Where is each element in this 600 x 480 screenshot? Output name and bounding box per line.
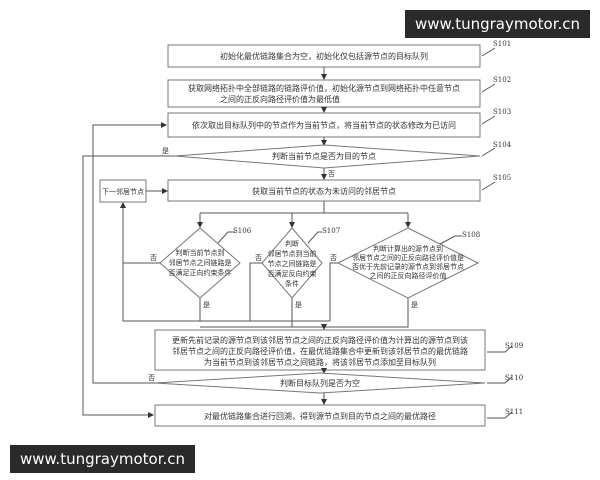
s108-no-path (329, 262, 338, 321)
s111-leader (487, 411, 513, 419)
step-s107-line: 邻居节点到当前 (268, 249, 317, 258)
step-s111-label: S111 (505, 408, 523, 416)
step-s108-line: 邻居节点之间的正反向路径评价值是 (352, 253, 464, 262)
s106-yes-label: 是 (203, 301, 210, 309)
step-s111-text: 对最优链路集合进行回溯，得到源节点到目的节点之间的最优路径 (204, 411, 436, 421)
step-s102-label: S102 (493, 76, 511, 84)
step-s102-line: 获取网络拓扑中全部链路的链路评价值，初始化源节点到网络拓扑中任意节点 (188, 83, 460, 93)
step-s107-line: 否满足反向约束 (268, 269, 317, 278)
s108-no-label: 否 (330, 254, 337, 262)
step-s106-line: 否满足正向约束条件 (169, 268, 232, 277)
step-s111-box (154, 404, 486, 427)
step-s106-line: 邻居节点之间链路是 (169, 258, 232, 267)
step-s101-label: S101 (493, 40, 511, 48)
s101-leader (481, 47, 496, 57)
branch-line (200, 201, 408, 214)
step-s110-diamond (154, 372, 486, 394)
step-s104-text: 判断当前节点是否为目的节点 (272, 151, 376, 161)
step-s107-label: S107 (322, 227, 340, 235)
step-s109-line: 邻居节点之间的正反向路径评价值，在最优链路集合中更新到该邻居节点的最优链路 (172, 346, 468, 356)
step-s102-line: 之间的正反向路径评价值为最低值 (220, 94, 340, 104)
step-s108-line: 之间的正反向路径评价值 (370, 271, 447, 280)
step-s102-box (167, 79, 481, 108)
s107-no-path (249, 262, 262, 321)
s110-no-label: 否 (148, 374, 155, 382)
s104-leader (481, 147, 496, 157)
s104-yes-path (82, 155, 175, 418)
s108-leader (439, 235, 462, 245)
step-s107-line: 节点之间链路是 (268, 259, 317, 268)
s110-no-path (92, 122, 167, 384)
s109-leader (487, 345, 513, 353)
s104-no-label: 否 (328, 170, 335, 178)
s106-no-label: 否 (150, 254, 157, 262)
s104-yes-label: 是 (162, 147, 169, 155)
step-s108-line: 判断计算出的源节点到 (373, 244, 443, 253)
step-s107-line: 判断 (285, 239, 299, 248)
step-s101-text: 初始化最优链路集合为空，初始化仅包括源节点的目标队列 (220, 51, 428, 61)
step-s109-box (154, 329, 486, 371)
step-s103-label: S103 (493, 108, 511, 116)
s105-leader (481, 181, 496, 191)
step-s109-line: 更新先前记录的源节点到该邻居节点之间的正反向路径评价值为计算出的源节点到该 (172, 335, 468, 345)
step-s108-label: S108 (462, 231, 480, 239)
step-s106-line: 判断当前节点到 (176, 248, 225, 257)
next-neighbor-return (120, 202, 330, 322)
step-s109-line: 为当前节点到该邻居节点之间链路，将该邻居节点添加至目标队列 (204, 357, 436, 367)
step-s107-line: 条件 (285, 279, 299, 288)
s107-yes-label: 是 (295, 301, 302, 309)
step-s104-diamond (174, 144, 481, 169)
s108-yes-label: 是 (411, 301, 418, 309)
step-s105-label: S105 (493, 174, 511, 182)
step-s105-text: 获取当前节点的状态为未访问的邻居节点 (252, 186, 396, 196)
step-s103-text: 依次取出目标队列中的节点作为当前节点，将当前节点的状态修改为已访问 (192, 120, 456, 130)
s107-no-label: 否 (255, 254, 262, 262)
s108-yes-path (200, 298, 409, 328)
step-s106-label: S106 (233, 227, 252, 235)
step-s110-text: 判断目标队列是否为空 (280, 378, 360, 388)
s103-leader (481, 115, 496, 125)
step-s108-line: 否优于先前记录的源节点到邻居节点 (352, 262, 464, 271)
s110-leader (487, 376, 513, 384)
next-neighbor-text: 下一邻居节点 (102, 187, 144, 196)
step-s109-label: S109 (505, 342, 523, 350)
step-s110-label: S110 (505, 374, 523, 382)
step-s104-label: S104 (493, 141, 512, 149)
watermark-bottom: www.tungraymotor.cn (10, 445, 196, 473)
s106-leader (217, 231, 235, 244)
s102-leader (481, 83, 496, 93)
s107-leader (307, 231, 322, 244)
watermark-top: www.tungraymotor.cn (405, 10, 591, 38)
